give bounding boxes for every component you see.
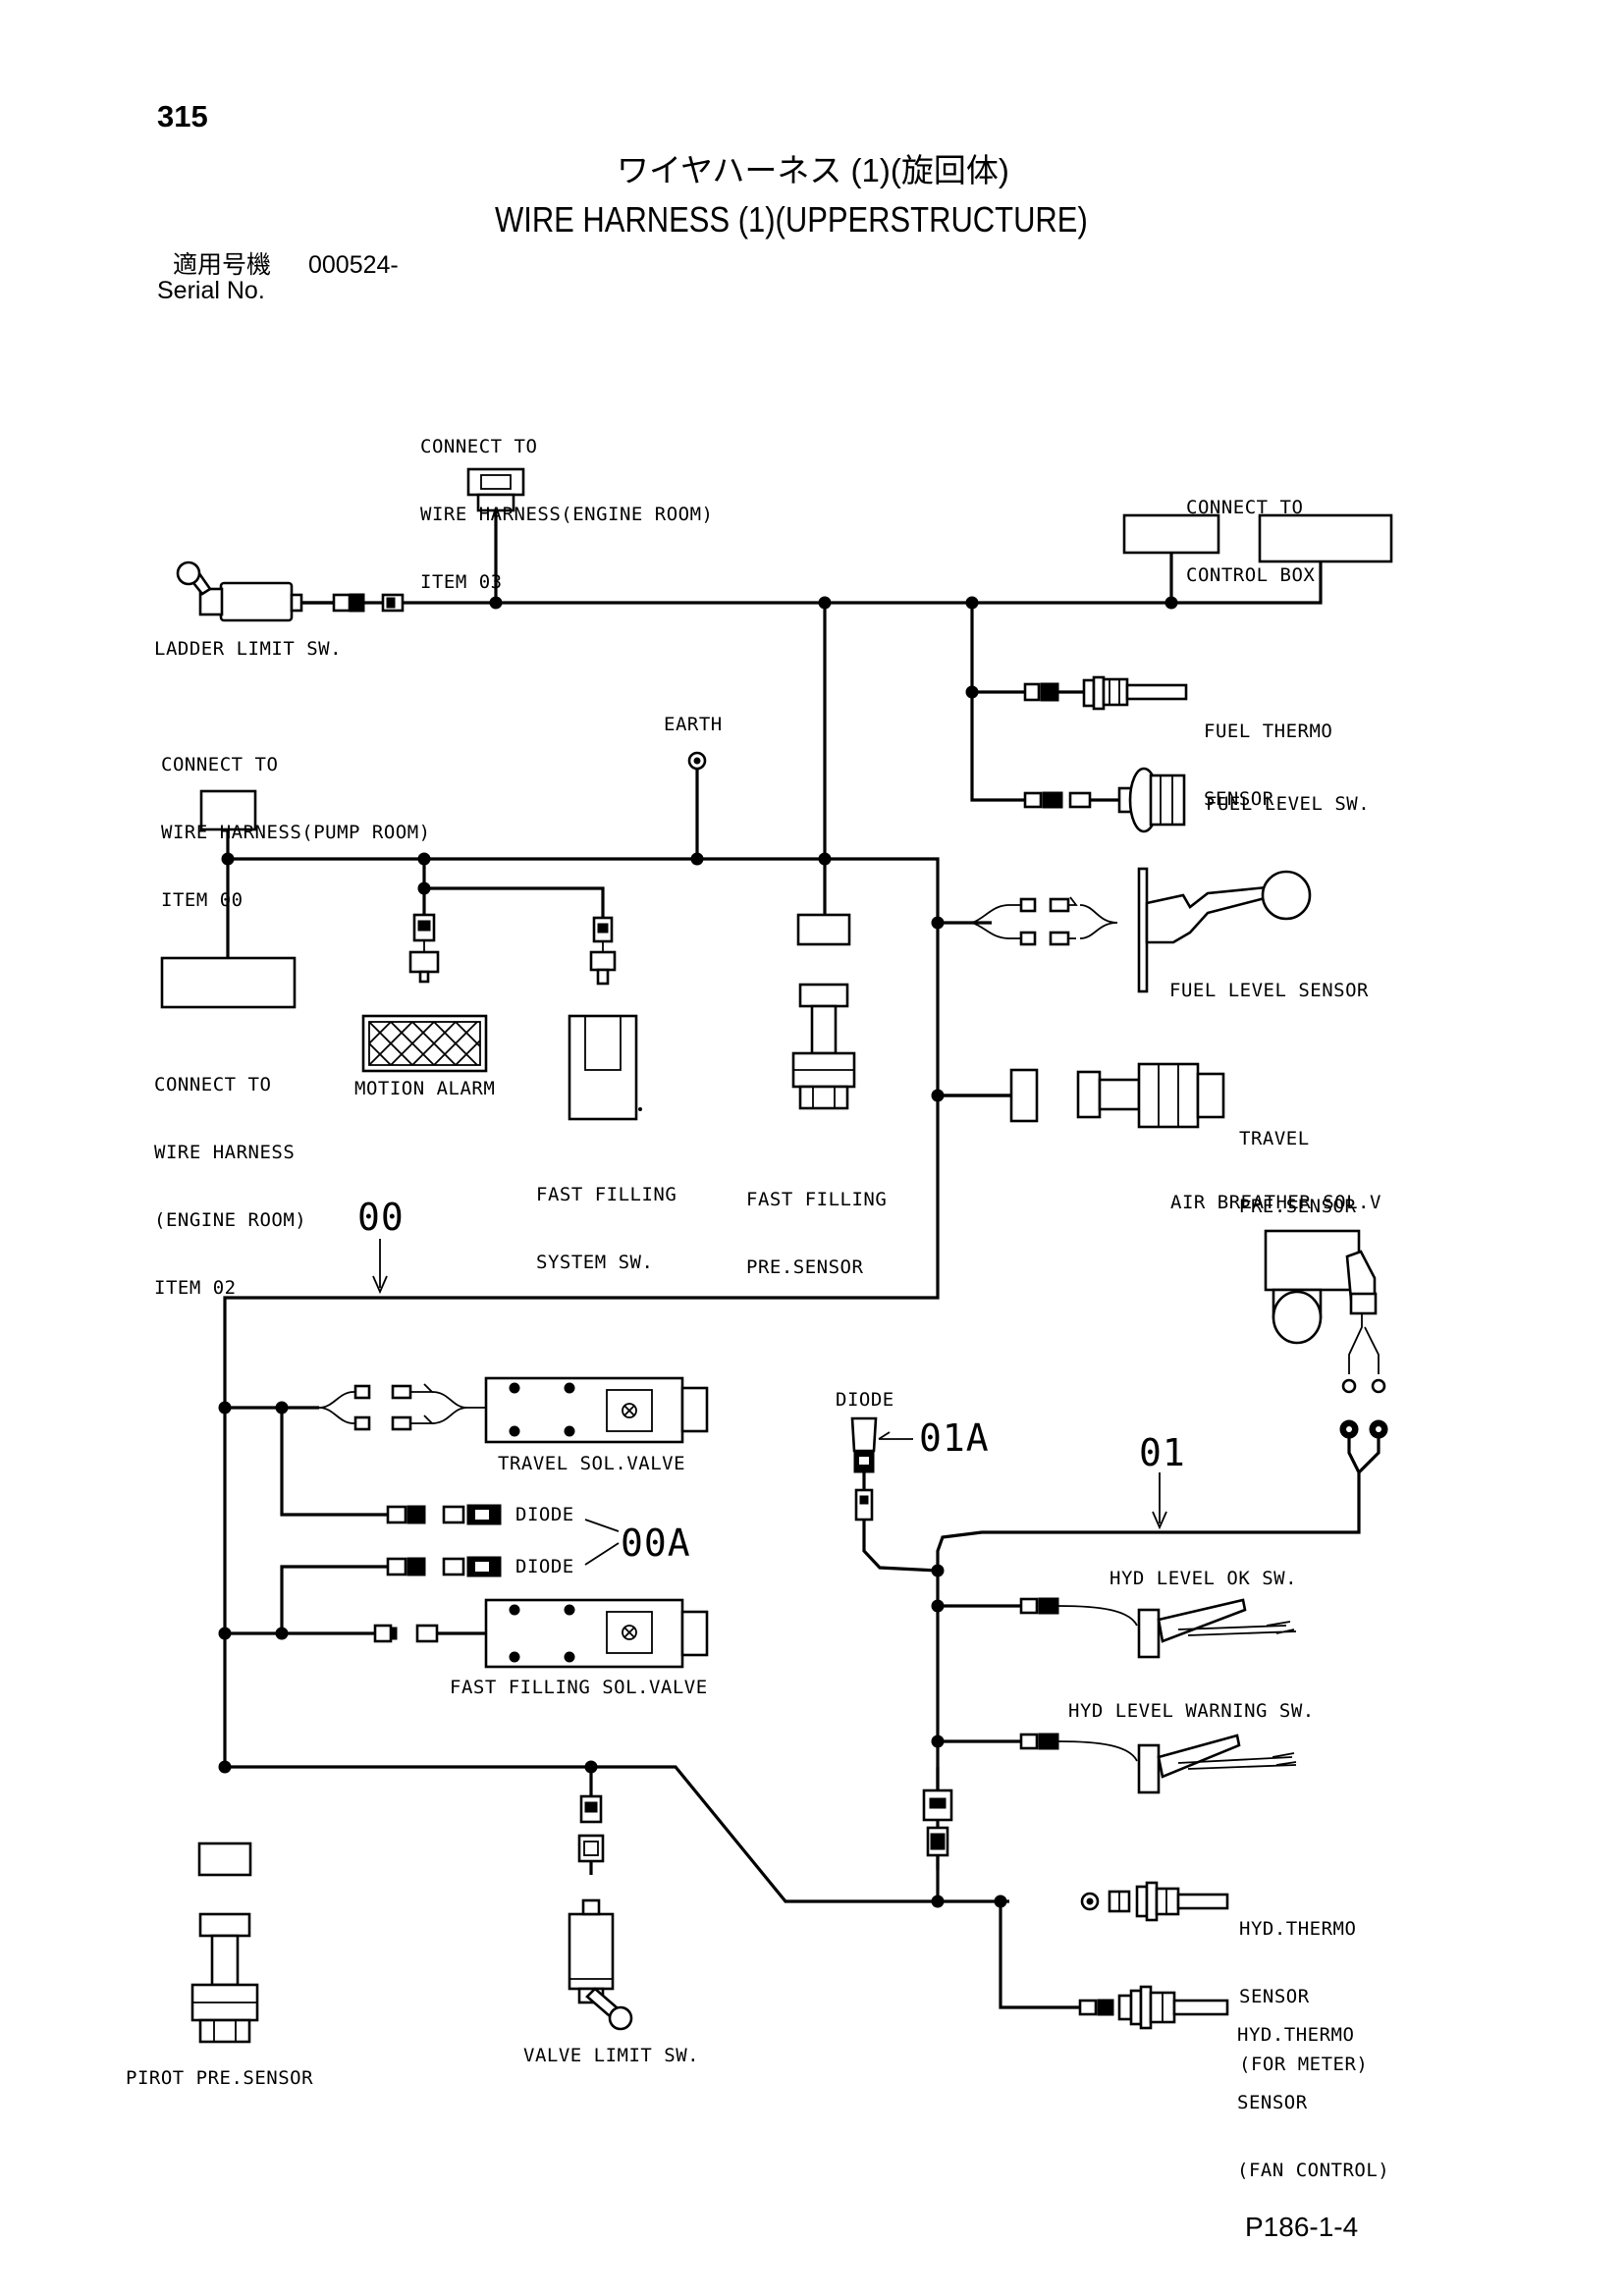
hyd-level-warning-switch-icon (1019, 1733, 1297, 1794)
footer-code: P186-1-4 (1245, 2212, 1359, 2242)
label-pirot-pre-sensor: PIROT PRE.SENSOR (126, 2067, 314, 2089)
label-fuel-level-sensor: FUEL LEVEL SENSOR (1169, 980, 1369, 1001)
fast-filling-pre-sensor-icon (791, 913, 856, 1110)
ladder-limit-switch-icon (176, 561, 405, 622)
earth-terminal-icon (687, 751, 707, 771)
trunk-connector-icon (922, 1789, 953, 1857)
label-ladder-limit-sw: LADDER LIMIT SW. (154, 638, 343, 660)
fuel-thermo-sensor-icon (1023, 675, 1188, 711)
serial-label-english: Serial No. (157, 277, 265, 304)
junction-dots (218, 596, 1178, 1908)
label-connect-control-box: CONNECT TO CONTROL BOX (1186, 497, 1316, 586)
label-hyd-thermo-sensor-fan: HYD.THERMO SENSOR (FAN CONTROL) (1237, 2024, 1390, 2181)
label-fast-filling-sol-valve: FAST FILLING SOL.VALVE (450, 1677, 708, 1698)
ref-00: 00 (357, 1196, 405, 1239)
label-connect-pump-room-00: CONNECT TO WIRE HARNESS(PUMP ROOM) ITEM … (161, 754, 431, 911)
label-fast-filling-system-sw: FAST FILLING SYSTEM SW. (536, 1184, 677, 1273)
label-valve-limit-sw: VALVE LIMIT SW. (523, 2045, 700, 2066)
travel-solenoid-valve-icon (228, 1376, 709, 1444)
label-fast-filling-pre-sensor: FAST FILLING PRE.SENSOR (746, 1189, 888, 1278)
title-english: WIRE HARNESS (1)(UPPERSTRUCTURE) (495, 199, 1088, 240)
label-connect-engine-room-02: CONNECT TO WIRE HARNESS (ENGINE ROOM) IT… (154, 1074, 307, 1299)
label-travel-sol-valve: TRAVEL SOL.VALVE (498, 1453, 686, 1474)
diode-connectors-00a-icon (386, 1504, 620, 1577)
label-connect-engine-room-03: CONNECT TO WIRE HARNESS(ENGINE ROOM) ITE… (420, 436, 714, 593)
valve-limit-switch-icon (568, 1794, 633, 2031)
label-hyd-level-warning-sw: HYD LEVEL WARNING SW. (1068, 1700, 1315, 1722)
hyd-level-ok-switch-icon (1019, 1597, 1297, 1659)
label-hyd-level-ok-sw: HYD LEVEL OK SW. (1110, 1568, 1298, 1589)
ref-00a: 00A (621, 1522, 691, 1565)
label-motion-alarm: MOTION ALARM (354, 1078, 496, 1099)
serial-label-japanese: 適用号機 (173, 251, 272, 279)
title-japanese: ワイヤハーネス (1)(旋回体) (617, 152, 1009, 188)
label-air-breather-sol-v: AIR BREATHER SOL.V (1170, 1192, 1381, 1213)
label-diode-top: DIODE (836, 1389, 894, 1411)
fast-filling-solenoid-valve-icon (373, 1598, 709, 1669)
page-number: 315 (157, 99, 208, 133)
hyd-thermo-sensor-meter-icon (1080, 1881, 1229, 1922)
label-earth: EARTH (664, 714, 723, 735)
pump-room-connector-icon (199, 789, 257, 831)
engine-room-02-connector-icon (160, 956, 297, 1009)
fast-filling-system-switch-icon (568, 916, 642, 1121)
ref-01: 01 (1139, 1431, 1186, 1474)
label-diode-a: DIODE (515, 1504, 574, 1525)
diode-01a-icon (850, 1416, 913, 1522)
hyd-thermo-sensor-fan-icon (1078, 1985, 1229, 2030)
control-box-connectors-icon (1122, 513, 1393, 563)
label-travel-pre-sensor: TRAVEL PRE.SENSOR (1239, 1128, 1357, 1217)
label-diode-b: DIODE (515, 1556, 574, 1577)
engine-room-03-connector-icon (466, 467, 525, 512)
serial-value: 000524- (308, 251, 399, 279)
label-fuel-level-sw: FUEL LEVEL SW. (1206, 793, 1371, 815)
motion-alarm-icon (361, 913, 488, 1073)
ref-01a: 01A (919, 1416, 990, 1460)
fuel-level-switch-icon (1023, 767, 1186, 833)
air-breather-solenoid-icon (1264, 1229, 1388, 1482)
reference-arrows (372, 1239, 1167, 1530)
label-fuel-thermo-sensor: FUEL THERMO SENSOR (1204, 721, 1333, 810)
pilot-pre-sensor-icon (190, 1842, 259, 2044)
travel-pre-sensor-icon (938, 1062, 1225, 1129)
label-hyd-thermo-sensor-meter: HYD.THERMO SENSOR (FOR METER) (1239, 1918, 1369, 2075)
fuel-level-sensor-icon (971, 867, 1312, 993)
